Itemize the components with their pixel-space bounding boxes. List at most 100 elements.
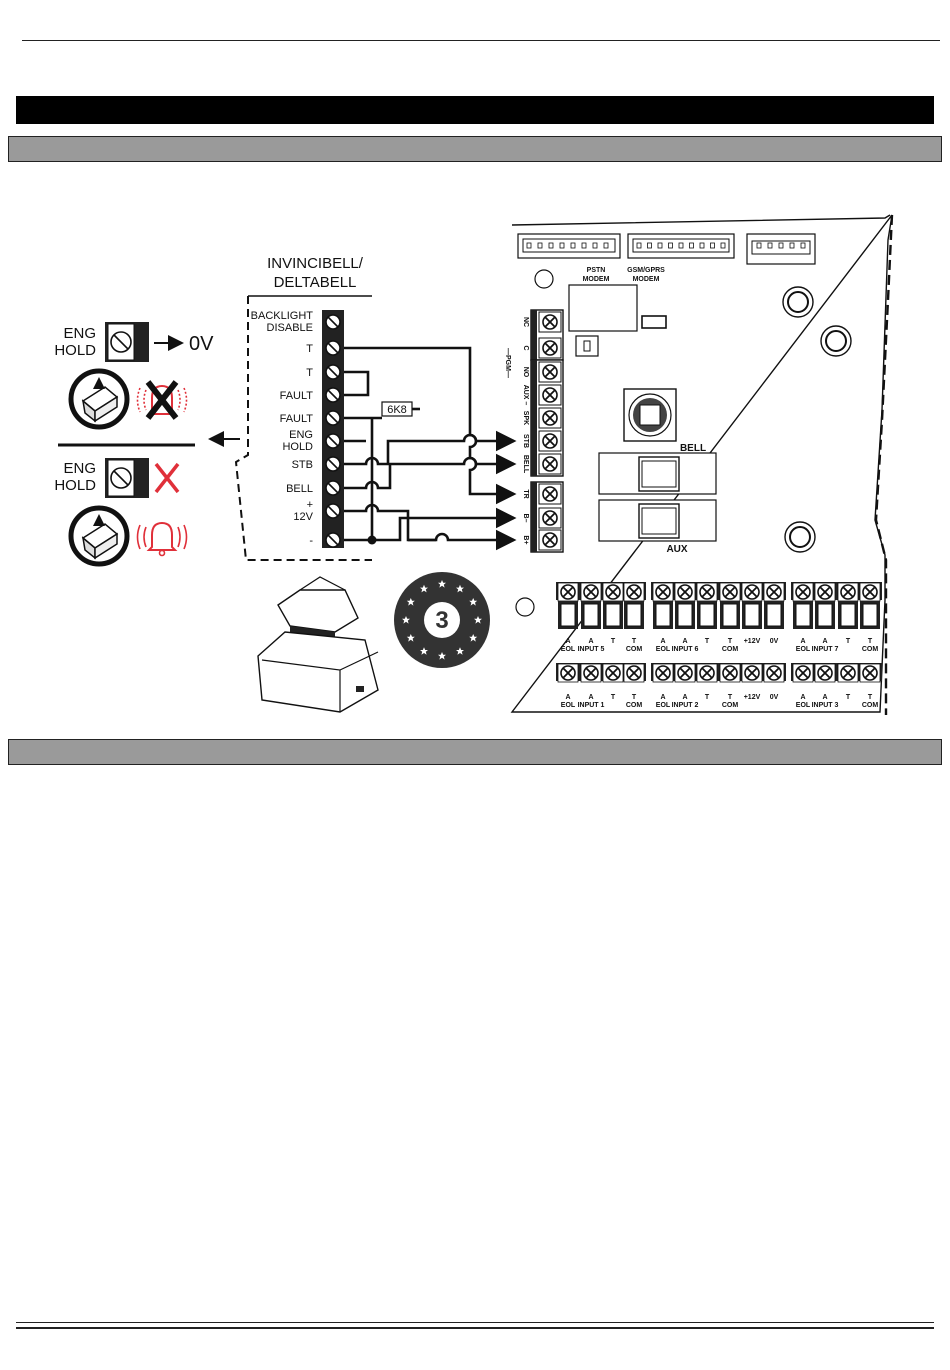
input-terminal-label: EOL [656,646,671,653]
input-terminal-label: INPUT 3 [812,702,839,709]
panel-side-terminal: BELL [522,453,562,475]
input-terminal-label: 0V [770,638,779,645]
input-terminal: 0V [763,663,785,701]
legend-top: ENG HOLD 0V [54,322,214,427]
panel-side-label: NC [522,317,529,327]
page-header-bar [16,96,934,124]
input-terminal-label: A [682,638,687,645]
panel-side-label: C [522,345,529,350]
panel-side-terminal: B– [522,507,562,529]
input-terminal-label: T [611,638,616,645]
input-terminal-label: A [822,638,827,645]
gsm-label-2: MODEM [633,276,660,283]
module-terminal-label: T [306,367,313,379]
input-terminal-label: COM [626,702,643,709]
module-terminal: T [306,340,341,356]
input-terminal: T [602,582,624,645]
module-terminal-label: T [306,343,313,355]
input-terminal-label: T [611,694,616,701]
module-title-1: INVINCIBELL/ [267,255,364,272]
siren-icon [71,508,127,564]
panel-side-terminal: TR [522,483,562,505]
module-terminal: - [309,532,341,548]
siren-product-image [257,576,379,713]
input-terminal-label: A [565,694,570,701]
input-terminal: T [837,582,859,645]
zero-volt-label: 0V [189,333,214,355]
input-terminal-label: INPUT 7 [812,646,839,653]
input-terminal-label: T [846,638,851,645]
module-terminal: T [306,364,341,380]
panel-outline [510,214,893,713]
module-terminal-label: + [307,499,313,511]
input-terminal-label: COM [862,646,879,653]
input-terminal-label: EOL [561,702,576,709]
input-terminal-label: T [846,694,851,701]
input-terminal-label: A [822,694,827,701]
tamper-switch [782,286,852,553]
ringing-bell-icon [136,521,188,557]
panel-side-label: SPK [522,411,529,425]
input-terminal-label: INPUT 1 [578,702,605,709]
panel-side-label: B– [522,514,529,523]
module-terminal-label: HOLD [282,441,313,453]
speaker-button [623,388,677,442]
grade-number: 3 [435,607,448,634]
input-terminal: T [837,663,859,701]
input-terminal-label: A [565,638,570,645]
pstn-connector [517,233,621,259]
input-terminal-label: T [728,694,733,701]
input-terminal-label: T [868,694,873,701]
panel-side-label: STB [522,434,529,448]
input-terminal-label: T [728,638,733,645]
input-terminal-label: A [800,694,805,701]
input-terminal-label: COM [862,702,879,709]
module-terminal-label: STB [292,459,313,471]
input-terminal-label: A [660,694,665,701]
junction-dot [367,535,377,545]
input-terminal-label: COM [626,646,643,653]
panel-side-label: AUX – [522,385,529,406]
bell-fuse-label: BELL [680,443,706,454]
panel-side-label: TR [522,489,529,498]
legend-bottom-label-2: HOLD [54,477,96,494]
red-cross-icon [154,462,180,494]
module-terminal-label: BACKLIGHT [251,310,314,322]
module-terminal: FAULT [280,410,341,426]
legend-bottom: ENG HOLD [54,458,188,564]
aux-fuse [598,499,717,542]
wiring [344,346,517,551]
input-terminal-label: EOL [796,646,811,653]
module-terminal: STB [292,456,341,472]
input-terminal-label: T [632,638,637,645]
module-terminal-label: DISABLE [267,322,313,334]
panel-side-terminal: B+ [522,529,562,551]
input-terminal-label: A [588,638,593,645]
resistor-label: 6K8 [387,404,407,416]
pstn-label-1: PSTN [587,267,606,274]
module-terminal: BELL [286,480,341,496]
bottom-rule-thick [16,1327,934,1329]
module-terminal-label: FAULT [280,413,314,425]
input-terminal-label: +12V [744,694,761,701]
input-terminal-label: A [682,694,687,701]
panel-side-terminal: SPK [522,407,562,429]
input-terminal: T [696,582,718,645]
input-terminal: T [602,663,624,701]
input-terminal-label: EOL [561,646,576,653]
input-terminal-label: EOL [796,702,811,709]
mounting-hole [534,269,554,289]
